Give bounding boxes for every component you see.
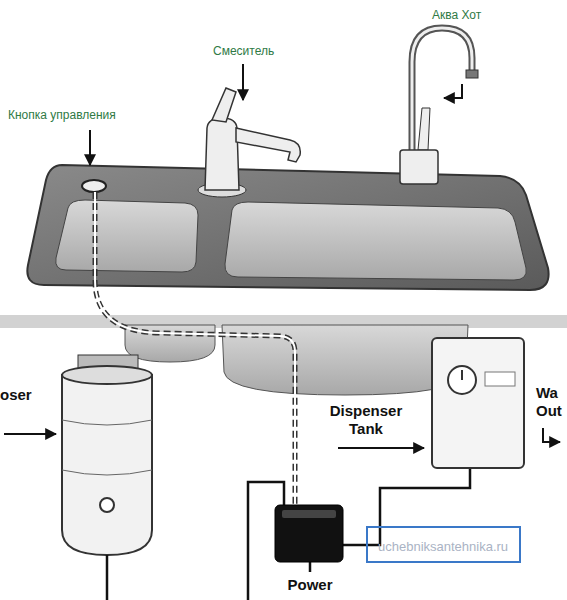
pointer-arrow [89,130,91,165]
faucet-lever [212,88,236,122]
outlet-arrow [543,428,560,442]
disposer-knob [100,498,114,512]
disposer-top [62,366,152,384]
part-label: Смеситель [213,44,274,58]
hot-tap-base [400,150,438,184]
hot-tap-neck [412,28,472,152]
wire [309,562,312,572]
part-label: Аква Хот [432,8,481,22]
part-label: Power [287,576,332,594]
pointer-arrow [444,84,462,98]
faucet-body [205,118,239,190]
disposer-bands [62,420,152,475]
sink-rim [27,165,548,290]
watermark-box: uchebniksantehnika.ru [366,526,521,563]
hot-tap-lever [418,108,430,150]
disposer-cord [106,555,109,600]
power-box-top [282,510,336,518]
part-label: oser [0,386,32,404]
part-label: Кнопка управления [8,108,116,122]
dispenser-tank [432,338,524,468]
part-label: Dispenser Tank [324,402,408,438]
hot-tap-neck-shine [412,28,472,152]
tank-plate [485,372,515,386]
hot-tap-nozzle [466,70,478,78]
disposer-body [62,375,152,555]
right-bowl [225,202,526,280]
faucet-spout [236,128,300,162]
power-box [275,505,343,562]
wire [343,468,470,545]
left-bowl [56,200,198,272]
watermark-text: uchebniksantehnika.ru [378,539,508,554]
pointer-arrow [338,447,424,449]
pointer-arrow [242,64,244,100]
tank-dial [448,366,476,394]
part-label: Wa Out [536,384,566,420]
control-button [82,180,106,192]
tank-dial-pointer [461,370,463,380]
pointer-arrow [4,433,56,435]
